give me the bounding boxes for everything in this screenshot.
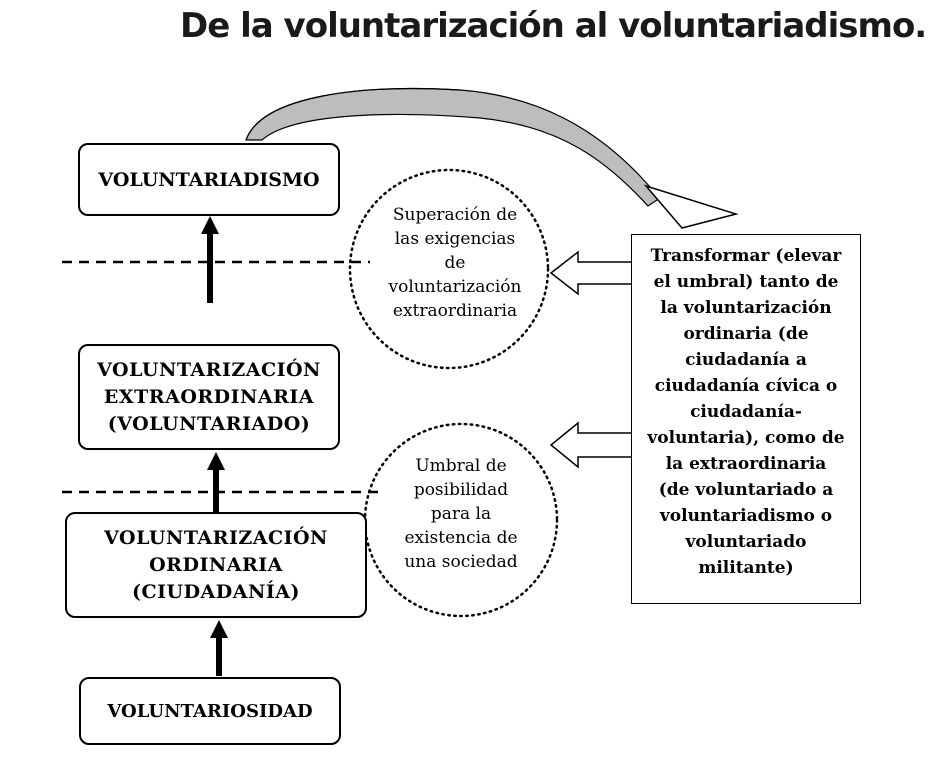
curved-arrow <box>245 88 739 229</box>
box-extraordinaria-label: VOLUNTARIZACIÓN EXTRAORDINARIA (VOLUNTAR… <box>97 358 321 435</box>
arrow-up-to-ordinaria <box>210 620 228 676</box>
circle-bottom-label: Umbral de posibilidad para la existencia… <box>404 456 518 572</box>
arrow-up-to-extraordinaria <box>207 452 225 516</box>
box-voluntarizacion-extraordinaria: VOLUNTARIZACIÓN EXTRAORDINARIA (VOLUNTAR… <box>78 344 340 450</box>
hollow-arrow-top <box>549 250 633 296</box>
hollow-arrow-bottom <box>549 421 633 469</box>
box-voluntarizacion-ordinaria: VOLUNTARIZACIÓN ORDINARIA (CIUDADANÍA) <box>65 512 367 618</box>
page-title: De la voluntarización al voluntariadismo… <box>180 6 927 46</box>
box-voluntariosidad-label: VOLUNTARIOSIDAD <box>107 700 313 722</box>
transformar-box: Transformar (elevar el umbral) tanto de … <box>631 234 861 604</box>
circle-top-outline <box>348 168 550 370</box>
circle-top-label: Superación de las exigencias de voluntar… <box>388 205 522 321</box>
arrow-up-to-voluntariadismo <box>201 216 219 303</box>
box-voluntariadismo-label: VOLUNTARIADISMO <box>98 168 320 191</box>
box-voluntariosidad: VOLUNTARIOSIDAD <box>79 677 341 745</box>
box-ordinaria-label: VOLUNTARIZACIÓN ORDINARIA (CIUDADANÍA) <box>104 526 328 603</box>
box-voluntariadismo: VOLUNTARIADISMO <box>78 143 340 216</box>
